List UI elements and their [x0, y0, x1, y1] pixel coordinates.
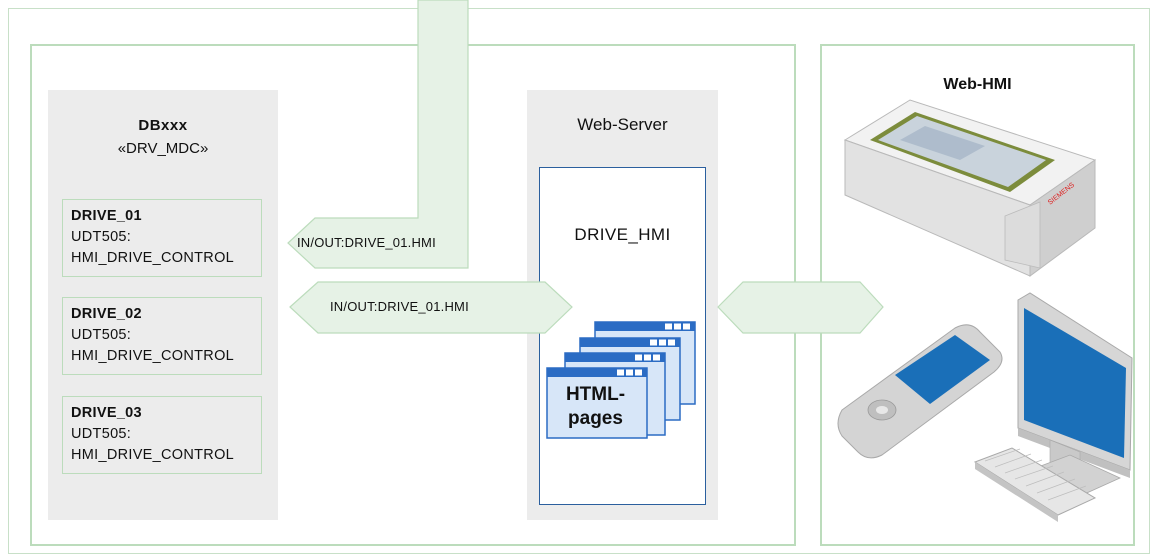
drive-01-box: DRIVE_01 UDT505: HMI_DRIVE_CONTROL — [62, 199, 262, 277]
upper-arrow-label: IN/OUT:DRIVE_01.HMI — [297, 235, 436, 250]
drive-name: DRIVE_01 — [71, 208, 142, 224]
drive-03-box: DRIVE_03 UDT505: HMI_DRIVE_CONTROL — [62, 396, 262, 474]
drive-desc: HMI_DRIVE_CONTROL — [71, 250, 235, 266]
diagram-frame — [8, 8, 1150, 554]
drive-type: UDT505: — [71, 229, 132, 245]
upper-arrow — [287, 0, 469, 269]
db-subtitle: «DRV_MDC» — [117, 140, 209, 157]
lower-arrow — [289, 281, 573, 334]
drive-desc: HMI_DRIVE_CONTROL — [71, 348, 235, 364]
drive-02-box: DRIVE_02 UDT505: HMI_DRIVE_CONTROL — [62, 297, 262, 375]
html-pages-stack-icon — [546, 321, 696, 439]
db-title: DBxxx — [138, 117, 188, 134]
drive-name: DRIVE_02 — [71, 306, 142, 322]
desktop-computer-icon — [973, 292, 1133, 522]
touch-panel-icon: SIEMENS — [843, 99, 1097, 277]
drive-type: UDT505: — [71, 327, 132, 343]
html-pages-line2: pages — [568, 408, 623, 429]
drive-desc: HMI_DRIVE_CONTROL — [71, 447, 235, 463]
handheld-device-icon — [837, 324, 1003, 459]
web-server-title: Web-Server — [577, 115, 668, 134]
html-pages-line1: HTML- — [565, 384, 626, 405]
drive-hmi-label: DRIVE_HMI — [574, 225, 671, 244]
html-pages-label: HTML- pages — [548, 383, 643, 431]
drive-type: UDT505: — [71, 426, 132, 442]
hmi-arrow — [717, 281, 884, 334]
lower-arrow-label: IN/OUT:DRIVE_01.HMI — [330, 299, 469, 314]
drive-name: DRIVE_03 — [71, 405, 142, 421]
web-hmi-title: Web-HMI — [943, 76, 1012, 93]
